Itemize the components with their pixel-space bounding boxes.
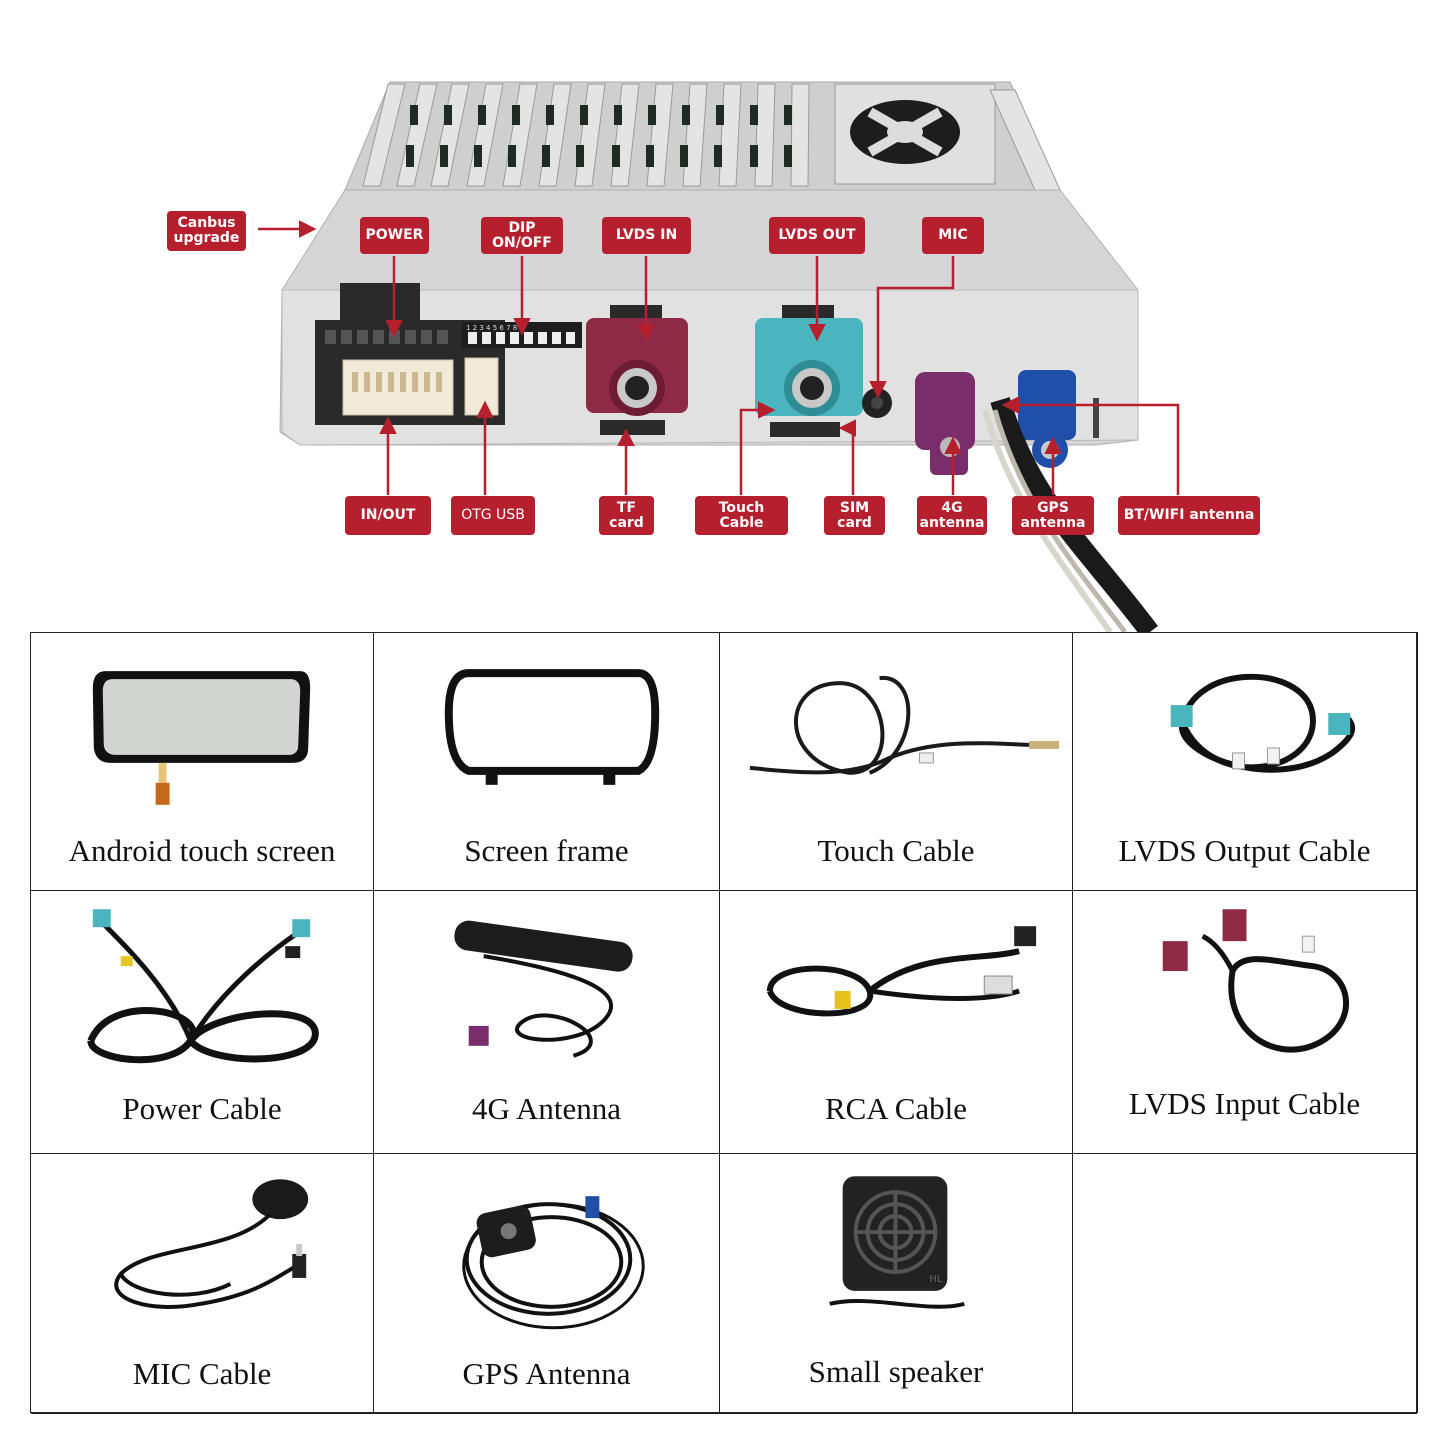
grid-cell-empty (1073, 1154, 1417, 1414)
dip-numbers: 1 2 3 4 5 6 7 8 (466, 324, 517, 332)
grid-cell-power-cable: Power Cable (31, 891, 374, 1154)
grid-cell-4g-antenna: 4G Antenna (374, 891, 720, 1154)
caption: LVDS Input Cable (1128, 1086, 1361, 1121)
dip-switch: 1 2 3 4 5 6 7 8 (462, 322, 582, 348)
label-touch-cable: Touch Cable (695, 496, 788, 535)
caption: Power Cable (122, 1091, 282, 1126)
grid-cell-touch-screen: Android touch screen (31, 633, 374, 891)
label-otg-usb: OTG USB (451, 496, 535, 535)
grid-cell-small-speaker: HL Small speaker (720, 1154, 1073, 1414)
lvds-output-cable-icon (1170, 673, 1356, 773)
caption: 4G Antenna (472, 1091, 621, 1126)
grid-cell-rca-cable: RCA Cable (720, 891, 1073, 1154)
screen-frame-icon (444, 669, 660, 785)
caption: MIC Cable (132, 1356, 272, 1391)
antenna-4g-connector (915, 372, 975, 475)
rca-cable-icon (766, 926, 1037, 1017)
label-mic: MIC (922, 217, 984, 254)
caption: Screen frame (464, 833, 629, 868)
label-in-out: IN/OUT (345, 496, 431, 535)
grid-cell-lvds-output-cable: LVDS Output Cable (1073, 633, 1417, 891)
lvds-in-connector (586, 305, 688, 435)
mic-cable-icon (114, 1179, 309, 1309)
power-cable-icon (87, 909, 319, 1064)
label-gps-antenna: GPS antenna (1012, 496, 1094, 535)
speaker-mark: HL (929, 1274, 942, 1285)
label-lvds-out: LVDS OUT (769, 217, 865, 254)
touch-screen-icon (92, 671, 311, 805)
label-4g-antenna: 4G antenna (917, 496, 987, 535)
caption: Small speaker (808, 1354, 984, 1389)
label-lvds-in: LVDS IN (602, 217, 691, 254)
4g-antenna-icon (454, 920, 633, 1058)
label-power: POWER (360, 217, 429, 254)
grid-cell-touch-cable: Touch Cable (720, 633, 1073, 891)
accessories-grid: Android touch screen Screen frame Touch … (30, 632, 1418, 1414)
lvds-input-cable-icon (1162, 909, 1350, 1053)
small-speaker-icon: HL (829, 1176, 965, 1309)
lvds-out-connector (755, 305, 863, 437)
callout-arrows (258, 220, 1180, 495)
label-bt-wifi-antenna: BT/WIFI antenna (1118, 496, 1260, 535)
grid-cell-mic-cable: MIC Cable (31, 1154, 374, 1414)
caption: RCA Cable (824, 1091, 968, 1126)
grid-cell-lvds-input-cable: LVDS Input Cable (1073, 891, 1417, 1154)
label-canbus-upgrade: Canbus upgrade (167, 211, 246, 251)
caption: Android touch screen (68, 833, 336, 868)
label-sim-card: SIM card (824, 496, 885, 535)
label-dip-on-off: DIP ON/OFF (481, 217, 563, 254)
grid-cell-gps-antenna: GPS Antenna (374, 1154, 720, 1414)
caption: GPS Antenna (462, 1356, 631, 1391)
device-illustration: 1 2 3 4 5 6 7 8 (258, 81, 1180, 639)
caption: LVDS Output Cable (1118, 833, 1371, 868)
grid-cell-screen-frame: Screen frame (374, 633, 720, 891)
device-diagram: 1 2 3 4 5 6 7 8 (0, 0, 1445, 639)
touch-cable-icon (749, 676, 1060, 775)
gps-antenna-icon (462, 1196, 645, 1330)
label-tf-card: TF card (599, 496, 654, 535)
caption: Touch Cable (817, 833, 975, 868)
heat-sink (344, 81, 1061, 191)
